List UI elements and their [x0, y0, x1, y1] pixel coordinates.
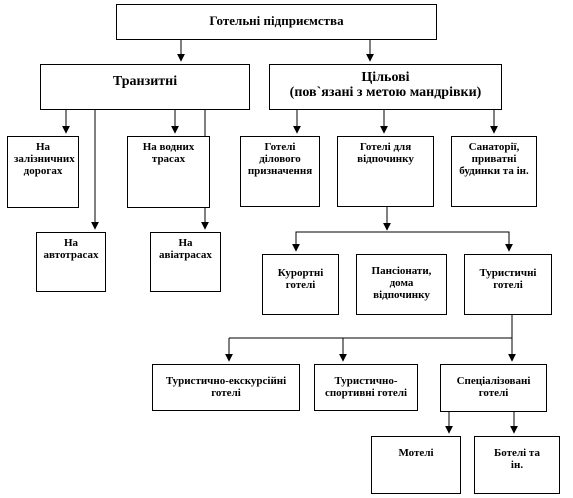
railway-label: На залізничних дорогах [14, 141, 75, 177]
business-node: Готелі ділового призначення [240, 136, 320, 207]
waterway-node: На водних трасах [127, 136, 210, 208]
tourist-node: Туристичні готелі [464, 254, 552, 315]
transit-node: Транзитні [40, 64, 250, 110]
target-sublabel: (пов`язані з метою мандрівки) [289, 85, 482, 100]
specialized-node: Спеціалізовані готелі [440, 364, 547, 412]
waterway-label: На водних трасах [142, 141, 195, 165]
airway-node: На авіатрасах [150, 232, 221, 292]
connector-level3-bus [295, 231, 510, 250]
leisure-label: Готелі для відпочинку [357, 141, 414, 165]
sport-label: Туристично-спортивні готелі [324, 375, 408, 399]
specialized-label: Спеціалізовані готелі [456, 375, 531, 399]
highway-node: На автотрасах [36, 232, 106, 292]
botel-label: Ботелі та ін. [494, 447, 540, 471]
motel-label: Мотелі [398, 447, 434, 459]
target-node: Цільові (пов`язані з метою мандрівки) [269, 64, 502, 110]
target-label: Цільові [361, 70, 410, 85]
boarding-label: Пансіонати, дома відпочинку [371, 265, 432, 301]
root-node: Готельні підприємства [116, 4, 437, 40]
leisure-node: Готелі для відпочинку [337, 136, 434, 207]
botel-node: Ботелі та ін. [474, 436, 560, 494]
excursion-node: Туристично-екскурсійні готелі [152, 364, 300, 411]
highway-label: На автотрасах [43, 237, 99, 261]
resort-label: Курортні готелі [277, 267, 324, 291]
transit-label: Транзитні [112, 74, 178, 89]
railway-node: На залізничних дорогах [7, 136, 79, 208]
excursion-label: Туристично-екскурсійні готелі [165, 375, 287, 399]
sport-node: Туристично-спортивні готелі [314, 364, 418, 411]
tourist-label: Туристичні готелі [479, 267, 537, 291]
motel-node: Мотелі [371, 436, 461, 494]
boarding-node: Пансіонати, дома відпочинку [356, 254, 447, 315]
resort-node: Курортні готелі [262, 254, 339, 315]
airway-label: На авіатрасах [159, 237, 212, 261]
root-label: Готельні підприємства [209, 13, 344, 28]
sanatorium-node: Санаторії, приватні будинки та ін. [451, 136, 537, 207]
sanatorium-label: Санаторії, приватні будинки та ін. [459, 141, 529, 177]
business-label: Готелі ділового призначення [247, 141, 313, 177]
